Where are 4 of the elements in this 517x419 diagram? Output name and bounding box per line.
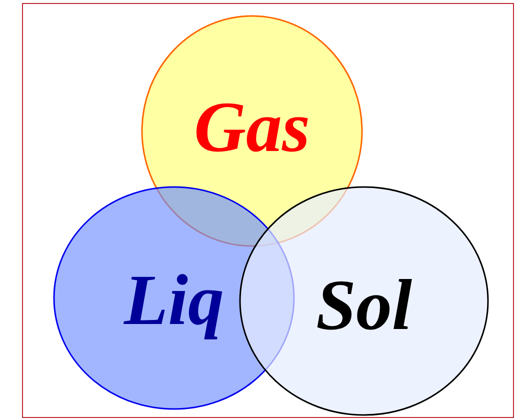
phase-ellipse: [239, 186, 489, 416]
phase-label: Gas: [194, 87, 310, 167]
phase-label: Liq: [124, 260, 224, 340]
phase-label: Sol: [316, 265, 412, 345]
